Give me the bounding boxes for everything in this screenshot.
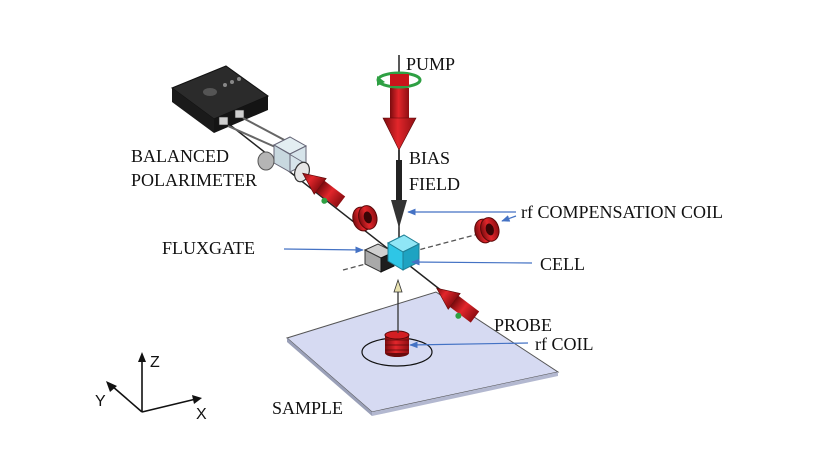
- rf-coil-icon: [384, 330, 410, 357]
- coordinate-axes: [106, 352, 202, 413]
- label-sample: SAMPLE: [272, 398, 343, 418]
- pointer-compensation-right: [501, 215, 517, 222]
- pointer-fluxgate: [283, 246, 364, 254]
- label-cell: CELL: [540, 254, 585, 274]
- circular-polarization-icon: [376, 71, 422, 89]
- label-polarimeter-line1: BALANCED: [131, 146, 229, 166]
- bias-field-arrow-icon: [391, 160, 407, 228]
- label-pump: PUMP: [406, 54, 455, 74]
- axis-label-x: X: [196, 406, 207, 423]
- probe-arrow-upper-icon: [302, 172, 346, 208]
- label-polarimeter-line2: POLARIMETER: [131, 170, 257, 190]
- axis-label-y: Y: [95, 393, 106, 410]
- pointer-cell: [411, 258, 533, 266]
- compensation-coil-left-icon: [352, 205, 378, 232]
- polarimeter-box-icon: [170, 65, 291, 151]
- label-fluxgate: FLUXGATE: [162, 238, 255, 258]
- label-bias-line1: BIAS: [409, 148, 450, 168]
- label-rf-coil: rf COIL: [535, 334, 593, 354]
- cell-cube-icon: [386, 234, 421, 271]
- compensation-coil-right-icon: [474, 217, 500, 244]
- axis-label-z: Z: [150, 354, 160, 371]
- probe-arrow-lower-icon: [436, 287, 480, 323]
- label-rf-compensation-coil: rf COMPENSATION COIL: [521, 202, 723, 222]
- label-probe: PROBE: [494, 315, 552, 335]
- sample-plate: [285, 291, 560, 413]
- pump-arrow-icon: [382, 88, 417, 162]
- label-bias-line2: FIELD: [409, 174, 460, 194]
- pointer-rf-coil: [409, 341, 529, 349]
- lens-icon: [257, 151, 275, 171]
